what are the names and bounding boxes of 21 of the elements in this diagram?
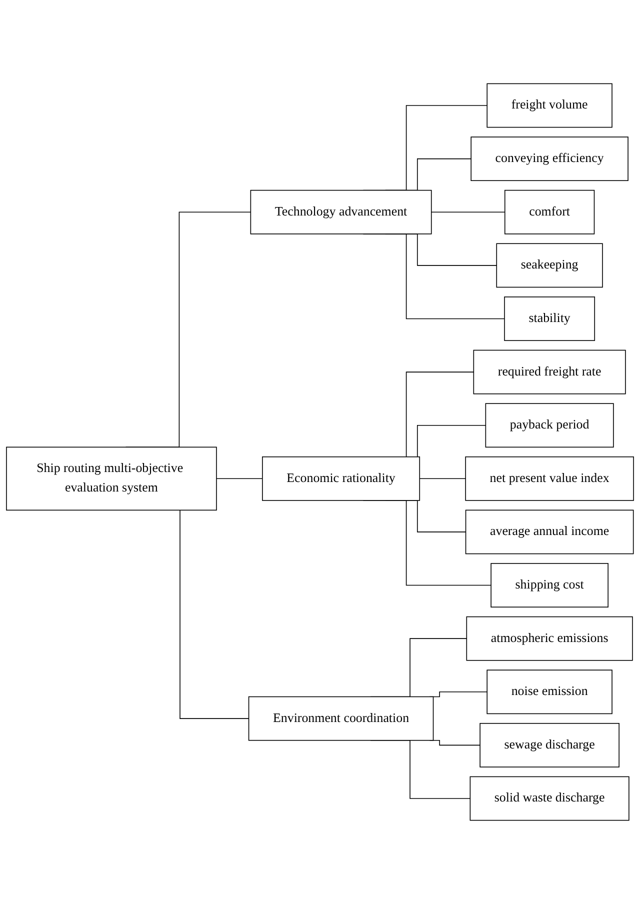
node-box: required freight rate [473, 350, 626, 394]
node-box: net present value index [465, 456, 634, 501]
node-box: payback period [485, 403, 614, 448]
node-box: Ship routing multi-objective evaluation system [6, 446, 217, 511]
node-box: atmospheric emissions [466, 616, 633, 661]
node-box: conveying efficiency [470, 136, 628, 182]
node-box: shipping cost [490, 563, 608, 608]
connector [419, 478, 466, 480]
connector [430, 212, 506, 213]
node-box: average annual income [465, 510, 634, 554]
node-box: sewage discharge [480, 722, 620, 768]
node-box: Economic rationality [262, 456, 420, 501]
node-box: Environment coordination [248, 696, 434, 741]
node-box: noise emission [486, 670, 612, 714]
connector [216, 478, 263, 480]
node-box: freight volume [486, 83, 612, 128]
node-box: solid waste discharge [470, 776, 630, 821]
node-box: Technology advancement [250, 190, 432, 234]
node-box: stability [504, 296, 596, 341]
node-box: seakeeping [496, 243, 603, 288]
node-box: comfort [504, 190, 595, 234]
